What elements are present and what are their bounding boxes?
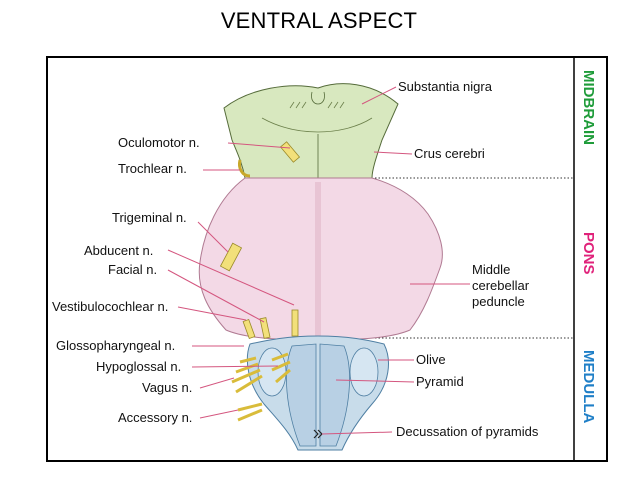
trigeminal-nerve-stump <box>219 242 243 272</box>
crus-cerebri-groove <box>261 117 373 133</box>
label-olive: Olive <box>416 352 446 367</box>
olive-right <box>349 347 379 397</box>
label-decussation: Decussation of pyramids <box>396 424 539 439</box>
glossopharyngeal-vagus-rootlets <box>231 356 263 394</box>
label-vestibulocochlear: Vestibulocochlear n. <box>52 299 168 314</box>
substantia-nigra-texture <box>289 101 345 109</box>
label-facial: Facial n. <box>108 262 157 277</box>
region-label-medulla: MEDULLA <box>580 350 597 423</box>
trochlear-nerve-stump <box>238 159 251 178</box>
label-substantia-nigra: Substantia nigra <box>398 79 493 94</box>
label-abducent: Abducent n. <box>84 243 153 258</box>
label-oculomotor: Oculomotor n. <box>118 135 200 150</box>
label-vagus: Vagus n. <box>142 380 192 395</box>
region-label-pons: PONS <box>580 232 597 275</box>
hypoglossal-rootlets <box>271 352 291 384</box>
abducent-nerve-stump <box>291 309 299 337</box>
pyramid-right <box>319 343 350 447</box>
oculomotor-nerve-stump <box>279 141 301 163</box>
midbrain-shape <box>223 83 399 179</box>
facial-nerve-stump <box>259 317 271 339</box>
label-middle-cerebellar-3: peduncle <box>472 294 525 309</box>
label-trigeminal: Trigeminal n. <box>112 210 187 225</box>
vestibulocochlear-nerve-stump <box>242 319 256 339</box>
label-hypoglossal: Hypoglossal n. <box>96 359 181 374</box>
label-trochlear: Trochlear n. <box>118 161 187 176</box>
label-pyramid: Pyramid <box>416 374 464 389</box>
label-accessory: Accessory n. <box>118 410 192 425</box>
region-label-midbrain: MIDBRAIN <box>580 70 597 145</box>
interpeduncular-notch <box>311 91 325 105</box>
pyramid-left <box>286 343 317 447</box>
pointer-lines <box>167 86 470 435</box>
page-title: VENTRAL ASPECT <box>220 8 418 33</box>
accessory-nerve-stump <box>237 402 263 422</box>
label-middle-cerebellar-2: cerebellar <box>472 278 530 293</box>
label-crus-cerebri: Crus cerebri <box>414 146 485 161</box>
label-middle-cerebellar-1: Middle <box>472 262 510 277</box>
label-glossopharyngeal: Glossopharyngeal n. <box>56 338 175 353</box>
